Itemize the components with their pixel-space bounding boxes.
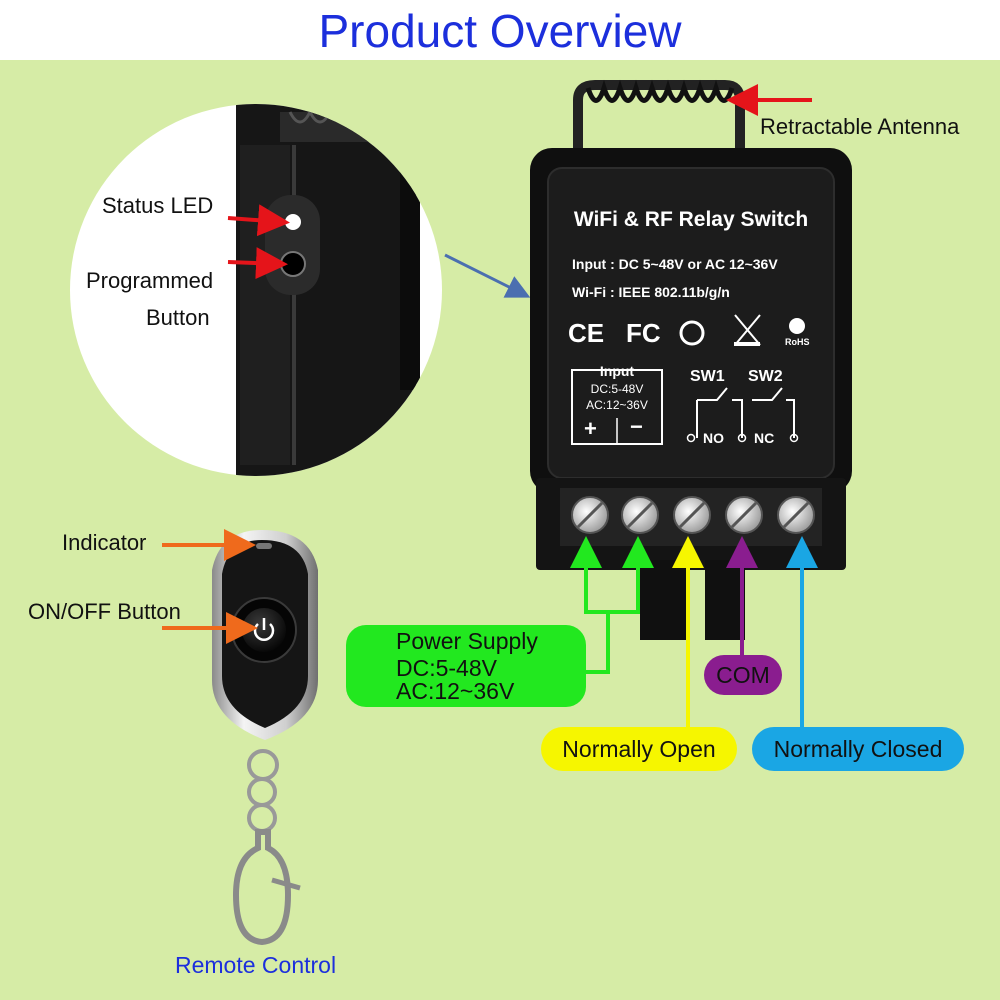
- input-box-dc: DC:5-48V: [590, 382, 644, 396]
- fcc-mark: FC: [626, 318, 661, 348]
- zoom-circle: [70, 104, 442, 476]
- status-led-dot: [285, 214, 301, 230]
- input-box-ac: AC:12~36V: [586, 398, 648, 412]
- antenna-label: Retractable Antenna: [760, 114, 960, 139]
- status-led-label: Status LED: [102, 193, 214, 218]
- indicator-light: [256, 543, 272, 549]
- power-leader: [570, 536, 654, 674]
- input-plus: +: [584, 416, 597, 441]
- programmed-label-line2: Button: [146, 305, 210, 330]
- device-input-spec: Input : DC 5~48V or AC 12~36V: [572, 256, 778, 272]
- zoom-arrow: [444, 253, 531, 298]
- power-supply-line2: DC:5-48V: [396, 654, 497, 681]
- normally-closed-pill: Normally Closed: [752, 727, 964, 771]
- indicator-label: Indicator: [62, 530, 147, 555]
- ce-mark: CE: [568, 318, 605, 348]
- rohs-mark: RoHS: [785, 337, 810, 347]
- nc-label: NC: [754, 430, 775, 446]
- antenna-coil: [573, 79, 745, 150]
- power-supply-pill: Power Supply DC:5-48V AC:12~36V: [346, 625, 586, 707]
- onoff-label: ON/OFF Button: [28, 599, 181, 624]
- programmed-label-line1: Programmed: [86, 268, 214, 293]
- status-led-arrow: [227, 204, 290, 237]
- input-minus: −: [630, 414, 643, 439]
- normally-open-label: Normally Open: [562, 735, 716, 762]
- power-supply-line3: AC:12~36V: [396, 677, 515, 704]
- normally-closed-label: Normally Closed: [773, 735, 943, 762]
- page-title: Product Overview: [318, 5, 682, 57]
- terminal-screws: [571, 496, 815, 534]
- relay-device: [530, 148, 852, 640]
- programmed-button-dot: [280, 251, 306, 277]
- normally-open-pill: Normally Open: [541, 727, 737, 771]
- input-box-title: Input: [599, 363, 635, 379]
- power-supply-line1: Power Supply: [396, 627, 538, 654]
- title-bar: [0, 0, 1000, 60]
- no-label: NO: [703, 430, 724, 446]
- remote-control: [212, 530, 318, 946]
- sw2-label: SW2: [748, 368, 783, 385]
- device-wifi-spec: Wi-Fi : IEEE 802.11b/g/n: [572, 284, 730, 300]
- device-name: WiFi & RF Relay Switch: [573, 208, 809, 231]
- com-label: COM: [716, 661, 770, 688]
- com-pill: COM: [704, 655, 782, 695]
- remote-control-label: Remote Control: [175, 952, 337, 978]
- programmed-button-arrow: [227, 247, 288, 280]
- sw1-label: SW1: [690, 368, 725, 385]
